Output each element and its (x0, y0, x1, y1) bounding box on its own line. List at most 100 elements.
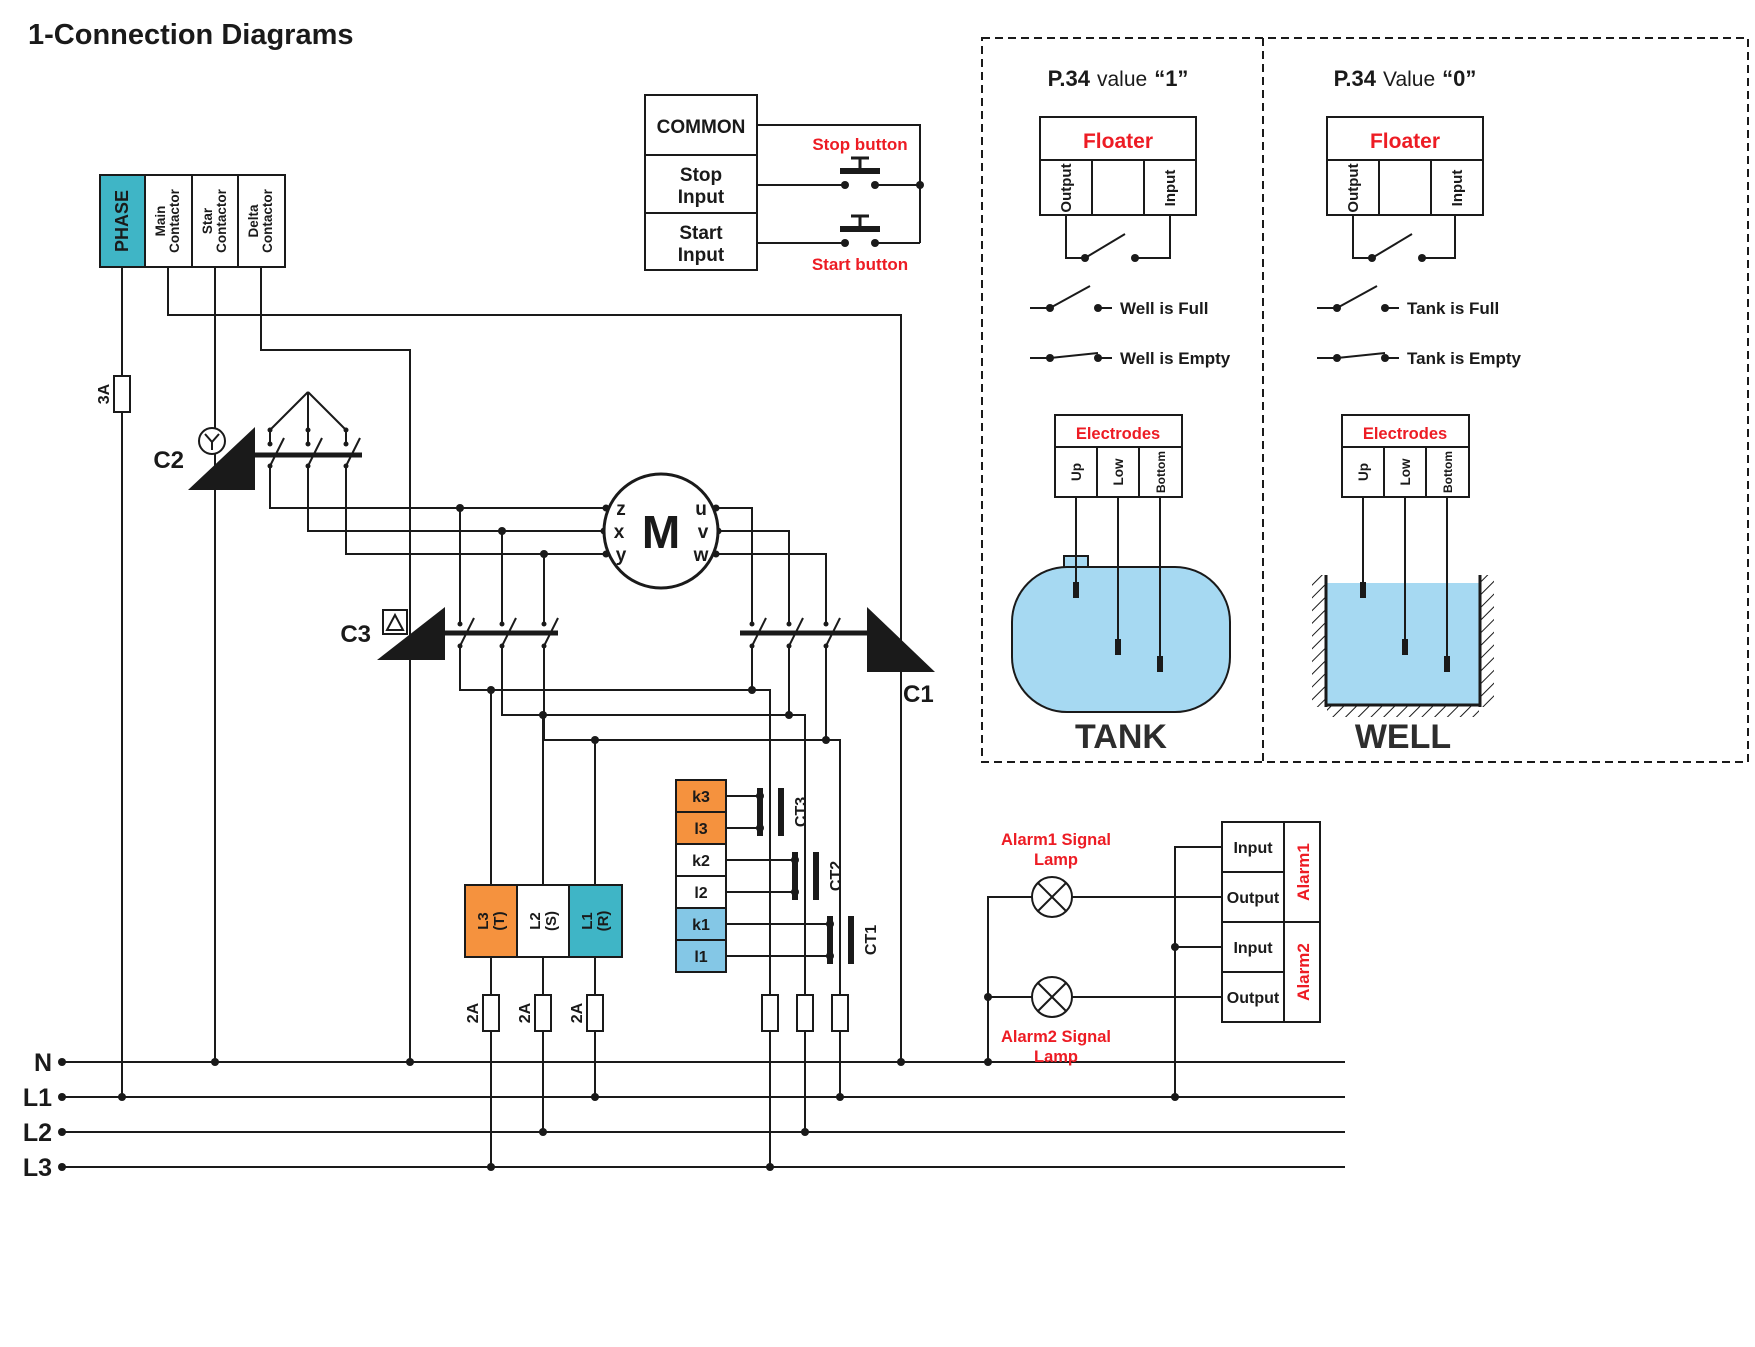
ct-block: k3 l3 k2 l2 k1 l1 CT3 CT2 CT1 (675, 779, 880, 973)
svg-text:l2: l2 (694, 885, 707, 902)
junction-dots (58, 181, 1179, 1171)
motor-terminal-z: z (616, 499, 626, 520)
contactor-c2-coil (188, 427, 255, 490)
contactor-c3: C3 (340, 607, 445, 660)
floater-box-1 (1039, 116, 1197, 216)
svg-text:Input: Input (1233, 840, 1273, 857)
svg-text:Up: Up (1069, 463, 1084, 481)
svg-text:l3: l3 (694, 821, 707, 838)
ct1-coil (827, 916, 833, 964)
floater-output-1: Output (1058, 163, 1075, 212)
tank-empty-label: Tank is Empty (1407, 349, 1522, 368)
fuse-motor-3 (831, 994, 849, 1032)
svg-text:(T): (T) (491, 911, 508, 930)
rail-labels: N L1 L2 L3 (23, 1049, 52, 1182)
alarm2-label: Alarm2 (1294, 943, 1313, 1001)
alarm1-input-cell (1221, 821, 1285, 873)
svg-text:L1: L1 (579, 912, 596, 930)
svg-text:Bottom: Bottom (1441, 451, 1455, 493)
motor-label: M (642, 506, 680, 558)
floater-box-2 (1326, 116, 1484, 216)
alarm2-cell (1283, 921, 1321, 1023)
motor-terminal-x: x (614, 522, 625, 543)
motor-terminal-u: u (695, 499, 707, 520)
floater-label-1: Floater (1083, 130, 1153, 153)
svg-text:Contactor: Contactor (260, 188, 275, 252)
svg-text:Contactor: Contactor (214, 188, 229, 252)
ct3-label: CT3 (793, 797, 810, 827)
supply-terminal-l3t (464, 884, 518, 958)
alarm2-lamp-label-2: Lamp (1034, 1048, 1078, 1066)
svg-text:k2: k2 (692, 853, 710, 870)
ct2-label: CT2 (828, 861, 845, 891)
supply-terminal-l1r (568, 884, 623, 958)
ct2-coil (792, 852, 798, 900)
terminal-block: PHASE Main Contactor Star Contactor Delt… (99, 174, 286, 268)
stop-button (840, 156, 880, 174)
fuse-3a (113, 375, 131, 413)
supply-terminal-l2s (516, 884, 570, 958)
svg-text:L2: L2 (527, 912, 544, 930)
svg-text:k3: k3 (692, 789, 710, 806)
svg-text:(S): (S) (543, 911, 560, 931)
rail-label-l1: L1 (23, 1084, 52, 1112)
fuse-2a-label-2: 2A (517, 1002, 534, 1023)
tank-full-label: Tank is Full (1407, 299, 1499, 318)
ct3-coil (757, 788, 763, 836)
svg-text:l1: l1 (694, 949, 707, 966)
alarm1-lamp-label-1: Alarm1 Signal (1001, 831, 1111, 849)
start-input-label-2: Input (678, 245, 725, 266)
rail-label-l3: L3 (23, 1154, 52, 1182)
contactor-c3-coil (377, 607, 445, 660)
terminal-phase-label: PHASE (112, 190, 132, 252)
svg-text:k1: k1 (692, 917, 710, 934)
fuses: 3A 2A 2A 2A (96, 375, 849, 1032)
electrodes-box-2 (1341, 414, 1470, 498)
well-empty-label: Well is Empty (1120, 349, 1231, 368)
electrodes-label-1: Electrodes (1076, 425, 1160, 443)
start-button-label: Start button (812, 255, 908, 274)
ct-terminal-l3 (675, 811, 727, 845)
alarm1-cell (1283, 821, 1321, 923)
svg-text:Star: Star (200, 207, 215, 234)
wires (62, 124, 1345, 1168)
floater-output-2: Output (1345, 163, 1362, 212)
alarm-block: Input Output Input Output Alarm1 Alarm2 (1221, 821, 1321, 1023)
contactor-c1: C1 (867, 607, 935, 708)
terminal-star-contactor: Star Contactor (200, 188, 229, 252)
motor-terminal-y: y (616, 545, 627, 566)
ct1-label: CT1 (863, 925, 880, 955)
svg-text:Low: Low (1398, 458, 1413, 485)
svg-text:Output: Output (1227, 890, 1280, 907)
start-button (840, 214, 880, 232)
alarm2-input-cell (1221, 921, 1285, 973)
rail-label-n: N (34, 1049, 52, 1077)
ct-terminal-l1 (675, 939, 727, 973)
common-terminal-label: COMMON (657, 117, 746, 138)
contactor-c1-coil (867, 607, 935, 672)
fuse-motor-1 (761, 994, 779, 1032)
svg-text:L3: L3 (475, 912, 492, 930)
alarm1-lamp-label-2: Lamp (1034, 851, 1078, 869)
contactor-c2: C2 (153, 427, 255, 490)
rail-label-l2: L2 (23, 1119, 52, 1147)
fuse-motor-2 (796, 994, 814, 1032)
contactor-c3-label: C3 (340, 621, 371, 648)
ct-terminal-k1 (675, 907, 727, 941)
stop-input-label-1: Stop (680, 165, 722, 186)
alarm2-lamp-label-1: Alarm2 Signal (1001, 1028, 1111, 1046)
supply-terminals: L3 (T) L2 (S) L1 (R) (464, 884, 623, 958)
fuse-3a-label: 3A (96, 383, 113, 404)
contactor-c2-label: C2 (153, 447, 184, 474)
electrodes-label-2: Electrodes (1363, 425, 1447, 443)
stop-button-label: Stop button (812, 135, 907, 154)
fuse-2a-2 (534, 994, 552, 1032)
tank-label: TANK (1075, 718, 1167, 756)
